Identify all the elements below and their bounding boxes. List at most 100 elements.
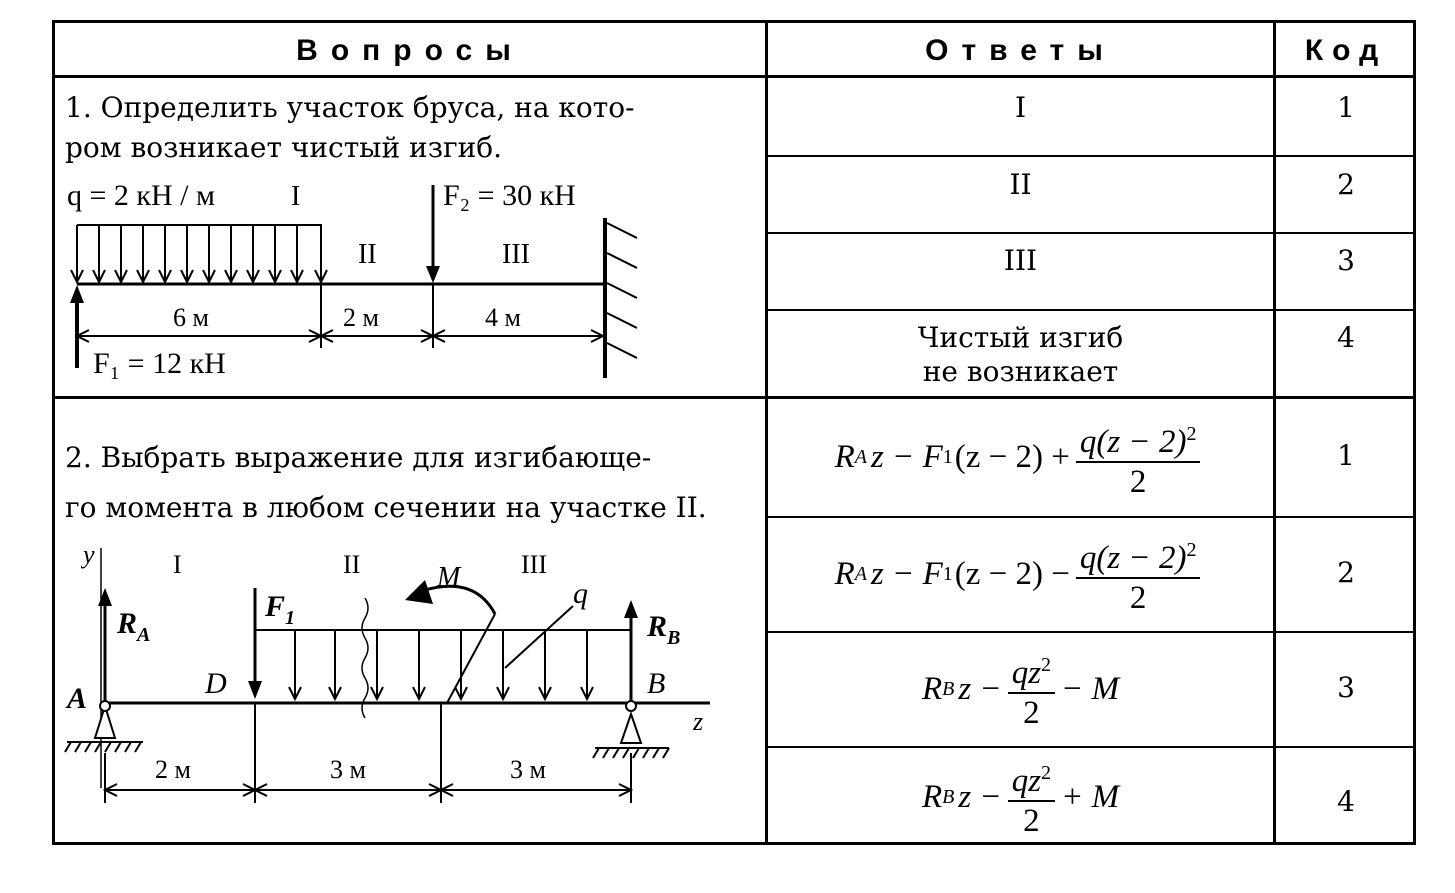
code-1-1: 1 [1337,91,1355,124]
section-cut [361,597,369,719]
section-label-2: II [343,550,360,579]
formula-term: R [834,555,855,592]
formula-term: z − [958,670,1002,707]
point-a-label: A [65,682,87,715]
distributed-load-arrows [70,225,328,285]
column-divider [1273,23,1276,845]
code-2-1: 1 [1337,439,1355,472]
fraction-exponent: 2 [1186,422,1197,445]
formula-term: − M [1061,670,1120,707]
question-2-line2: го момента в любом сечении на участке II… [65,491,707,524]
answer-divider [765,516,1416,518]
f1-arrowhead [70,285,84,303]
q-label: q [573,577,588,610]
formula-term: (z − 2) − [954,555,1070,592]
section-label-2: II [358,239,377,270]
moment-arrowhead [405,580,433,604]
formula-sub: B [942,677,955,700]
fraction-denominator: 2 [1023,803,1040,839]
moment-arc [424,584,497,615]
moment-leader [446,613,496,704]
formula-term: + M [1061,778,1120,815]
code-1-4: 4 [1337,321,1355,354]
dimension-lines [102,703,634,803]
support-a [64,700,143,753]
formula-term: R [921,778,943,815]
code-2-2: 2 [1337,556,1355,589]
dim-label-3: 4 м [485,303,521,332]
question-2-line1: 2. Выбрать выражение для изгибающе- [65,441,652,474]
answer-1-4-line1: Чистый изгиб [917,321,1124,354]
answer-divider [765,746,1416,748]
formula-term: z − F [870,555,943,592]
formula-sub: A [854,446,867,468]
question-1-text: 1. Определить участок бруса, на кото- ро… [65,88,635,168]
answer-1-4: Чистый изгиб не возникает [768,321,1273,389]
dim-label-1: 6 м [173,303,209,332]
beam-diagram-1: q = 2 кН / м I F₂ = 30 кН II III F₁ [67,179,638,380]
section-label-1: I [173,550,182,579]
formula-sub: 1 [942,446,953,468]
formula-fraction: qz2 2 [1007,646,1056,732]
fraction-numerator: qz [1011,655,1042,691]
answer-divider [765,232,1416,234]
formula-sub: 1 [942,562,953,585]
f1-arrowhead [248,681,262,699]
code-2-4: 4 [1337,785,1355,818]
question-1-line1: 1. Определить участок бруса, на кото- [65,91,635,124]
formula-fraction: q(z − 2)2 2 [1075,531,1201,617]
dim-label-2: 3 м [330,755,366,784]
section-label-3: III [502,239,530,270]
code-2-3: 3 [1337,671,1355,704]
f1-label: F₁ = 12 кН [93,347,226,380]
f2-label: F₂ = 30 кН [443,179,576,212]
section-label-3: III [521,550,547,579]
moment-label: M [436,562,462,593]
formula-fraction: q(z − 2)2 2 [1075,415,1201,501]
ra-arrowhead [98,588,112,606]
fraction-denominator: 2 [1129,580,1147,616]
fraction-exponent: 2 [1041,654,1052,676]
distributed-load-arrows [288,630,594,702]
fraction-exponent: 2 [1186,539,1197,561]
answer-divider [765,309,1416,311]
f1-label: F1 [264,590,295,629]
answer-1-1: I [1014,91,1027,124]
formula-term: z − [958,778,1002,815]
fraction-numerator: qz [1011,763,1042,799]
question-2-text: 2. Выбрать выражение для изгибающе- го м… [65,433,707,533]
dim-label-1: 2 м [155,755,191,784]
code-1-3: 3 [1337,244,1355,277]
point-d-label: D [204,667,227,700]
answer-1-3: III [1003,244,1038,277]
fraction-numerator: q(z − 2) [1079,540,1187,576]
question-table: Вопросы Ответы Код 1. Определить участок… [52,20,1416,845]
fraction-numerator: q(z − 2) [1079,423,1187,460]
formula-sub: B [942,785,955,808]
wall-hatch [606,222,638,359]
column-divider [765,23,768,845]
answer-divider [765,631,1416,633]
answer-1-2: II [1009,168,1032,201]
header-divider [55,75,1416,78]
dim-label-2: 2 м [343,303,379,332]
f2-arrowhead [426,266,440,283]
header-questions: Вопросы [296,33,524,67]
rb-label: RB [646,610,680,649]
question-1-line2: ром возникает чистый изгиб. [65,131,503,164]
beam-diagram-2: y I II III RA F1 D A M [64,540,710,803]
answer-1-4-line2: не возникает [922,355,1119,388]
point-b-label: B [647,667,665,700]
rb-arrowhead [624,600,638,618]
formula-term: R [834,439,855,475]
section-label-1: I [291,181,300,212]
formula-fraction: qz2 2 [1007,754,1056,840]
code-1-2: 2 [1337,168,1355,201]
dim-label-3: 3 м [510,755,546,784]
fraction-denominator: 2 [1129,463,1147,500]
formula-sub: A [854,562,867,585]
